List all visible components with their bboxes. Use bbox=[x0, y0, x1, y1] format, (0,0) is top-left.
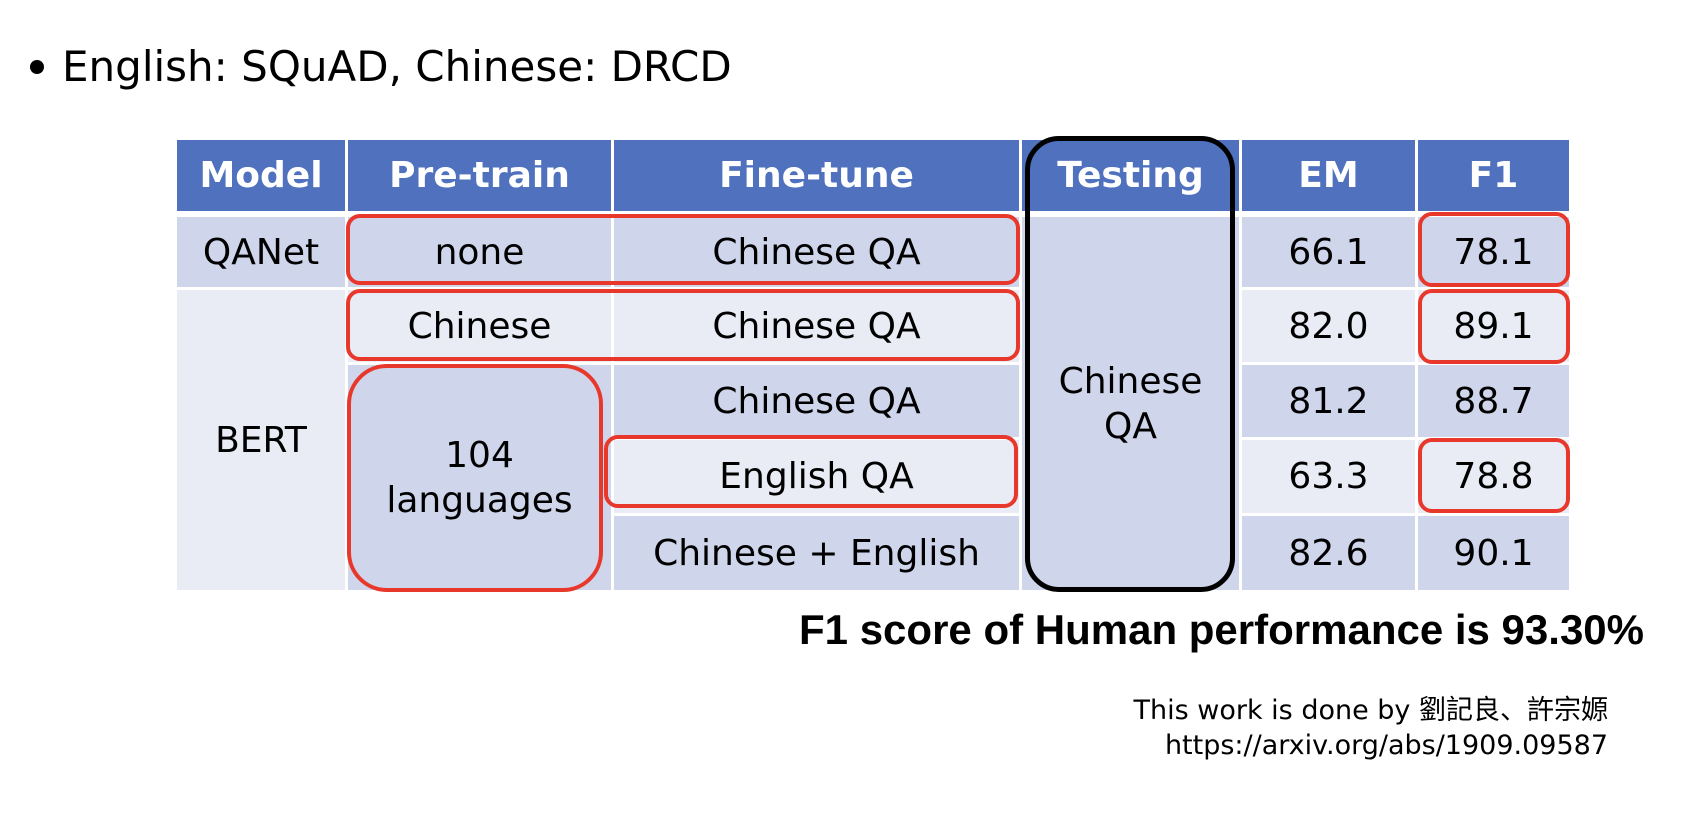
em-cell: 82.0 bbox=[1242, 290, 1415, 362]
header-finetune: Fine-tune bbox=[614, 140, 1019, 211]
f1-cell: 78.8 bbox=[1418, 440, 1569, 513]
finetune-cell: Chinese QA bbox=[614, 365, 1019, 437]
f1-cell: 89.1 bbox=[1418, 290, 1569, 362]
em-cell: 66.1 bbox=[1242, 217, 1415, 287]
header-pretrain: Pre-train bbox=[348, 140, 611, 211]
header-em: EM bbox=[1242, 140, 1415, 211]
highlight-box-chinese-row bbox=[346, 289, 1020, 361]
bullet-icon bbox=[30, 59, 44, 74]
highlight-box-f1 bbox=[1418, 289, 1570, 364]
paper-link[interactable]: https://arxiv.org/abs/1909.09587 bbox=[1164, 730, 1608, 761]
highlight-box-f1 bbox=[1418, 212, 1570, 287]
pretrain-none: none bbox=[348, 217, 611, 287]
highlight-box-104-languages bbox=[347, 364, 603, 592]
human-performance-note: F1 score of Human performance is 93.30% bbox=[799, 606, 1644, 653]
highlight-box-testing bbox=[1025, 136, 1235, 592]
highlight-box-english-qa bbox=[604, 435, 1018, 508]
highlight-box-qanet-row bbox=[346, 214, 1020, 285]
credit-text: This work is done by 劉記良、許宗嫄 bbox=[1133, 695, 1609, 726]
em-cell: 81.2 bbox=[1242, 365, 1415, 437]
pretrain-chinese: Chinese bbox=[348, 290, 611, 362]
em-cell: 82.6 bbox=[1242, 516, 1415, 590]
f1-cell: 78.1 bbox=[1418, 217, 1569, 287]
f1-cell: 90.1 bbox=[1418, 516, 1569, 590]
finetune-cell: Chinese + English bbox=[614, 516, 1019, 590]
highlight-box-f1 bbox=[1418, 438, 1570, 513]
finetune-cell: Chinese QA bbox=[614, 217, 1019, 287]
model-qanet: QANet bbox=[177, 217, 345, 287]
f1-cell: 88.7 bbox=[1418, 365, 1569, 437]
header-f1: F1 bbox=[1418, 140, 1569, 211]
testing-chinese-qa: Chinese QA bbox=[1022, 217, 1239, 590]
finetune-cell: English QA bbox=[614, 440, 1019, 513]
finetune-cell: Chinese QA bbox=[614, 290, 1019, 362]
bullet-point: English: SQuAD, Chinese: DRCD bbox=[30, 42, 732, 91]
header-model: Model bbox=[177, 140, 345, 211]
em-cell: 63.3 bbox=[1242, 440, 1415, 513]
model-bert: BERT bbox=[177, 290, 345, 590]
bullet-text: English: SQuAD, Chinese: DRCD bbox=[62, 42, 732, 91]
